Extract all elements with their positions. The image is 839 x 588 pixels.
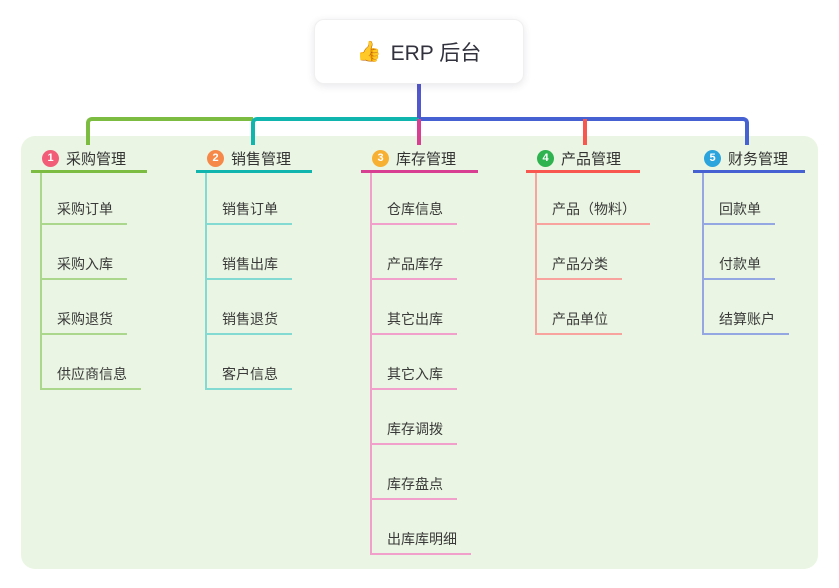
branch-5-badge: 5 [704, 149, 721, 167]
child-node-row: 仓库信息 [370, 173, 478, 225]
child-node[interactable]: 回款单 [702, 199, 775, 225]
child-node[interactable]: 结算账户 [702, 309, 789, 335]
branch-product: 4 产品管理 产品（物料） 产品分类 产品单位 [526, 146, 650, 335]
branch-4-label: 产品管理 [561, 150, 622, 168]
branch-1-badge: 1 [42, 149, 59, 167]
child-node[interactable]: 产品（物料） [535, 199, 650, 225]
child-node-row: 付款单 [702, 225, 805, 280]
branch-procurement: 1 采购管理 采购订单 采购入库 采购退货 供应商信息 [31, 146, 147, 390]
branch-1-children: 采购订单 采购入库 采购退货 供应商信息 [31, 173, 147, 390]
branch-3-label: 库存管理 [396, 150, 457, 168]
branch-2-badge: 2 [207, 149, 224, 167]
thumbs-up-icon: 👍 [356, 41, 382, 63]
child-node-row: 采购入库 [40, 225, 147, 280]
child-node[interactable]: 产品单位 [535, 309, 622, 335]
root-connector-line [417, 84, 421, 118]
branch-2-children: 销售订单 销售出库 销售退货 客户信息 [196, 173, 312, 390]
mindmap-board-panel [21, 136, 818, 569]
branch-3-children: 仓库信息 产品库存 其它出库 其它入库 库存调拨 库存盘点 出库库明细 [361, 173, 478, 555]
branch-2-label: 销售管理 [231, 150, 292, 168]
child-node-row: 库存调拨 [370, 390, 478, 445]
child-node-row: 其它出库 [370, 280, 478, 335]
child-node-row: 产品分类 [535, 225, 640, 280]
child-node[interactable]: 产品库存 [370, 254, 457, 280]
child-node-row: 结算账户 [702, 280, 805, 335]
child-node-row: 客户信息 [205, 335, 312, 390]
child-node[interactable]: 销售订单 [205, 199, 292, 225]
branch-procurement-header[interactable]: 1 采购管理 [31, 146, 147, 173]
child-node-row: 产品单位 [535, 280, 640, 335]
child-node-row: 供应商信息 [40, 335, 147, 390]
child-node[interactable]: 库存盘点 [370, 474, 457, 500]
child-node[interactable]: 采购订单 [40, 199, 127, 225]
branch-sales: 2 销售管理 销售订单 销售出库 销售退货 客户信息 [196, 146, 312, 390]
child-node[interactable]: 其它入库 [370, 364, 457, 390]
child-node-row: 其它入库 [370, 335, 478, 390]
branch-sales-header[interactable]: 2 销售管理 [196, 146, 312, 173]
child-node-row: 销售订单 [205, 173, 312, 225]
child-node-row: 产品（物料） [535, 173, 650, 225]
branch-4-badge: 4 [537, 149, 554, 167]
child-node[interactable]: 客户信息 [205, 364, 292, 390]
root-node-erp[interactable]: 👍 ERP 后台 [314, 19, 524, 84]
child-node-row: 库存盘点 [370, 445, 478, 500]
branch-4-children: 产品（物料） 产品分类 产品单位 [526, 173, 650, 335]
child-node[interactable]: 产品分类 [535, 254, 622, 280]
child-node[interactable]: 付款单 [702, 254, 775, 280]
child-node-row: 采购订单 [40, 173, 147, 225]
root-node-title: ERP 后台 [390, 41, 482, 65]
child-node-row: 销售退货 [205, 280, 312, 335]
child-node[interactable]: 其它出库 [370, 309, 457, 335]
branch-inventory-header[interactable]: 3 库存管理 [361, 146, 478, 173]
child-node[interactable]: 销售退货 [205, 309, 292, 335]
child-node-row: 产品库存 [370, 225, 478, 280]
branch-finance: 5 财务管理 回款单 付款单 结算账户 [693, 146, 805, 335]
branch-finance-header[interactable]: 5 财务管理 [693, 146, 805, 173]
child-node-row: 回款单 [702, 173, 805, 225]
child-node[interactable]: 供应商信息 [40, 364, 141, 390]
child-node[interactable]: 仓库信息 [370, 199, 457, 225]
branch-5-label: 财务管理 [728, 150, 789, 168]
branch-inventory: 3 库存管理 仓库信息 产品库存 其它出库 其它入库 库存调拨 库存盘点 出库库… [361, 146, 478, 555]
branch-3-badge: 3 [372, 149, 389, 167]
child-node[interactable]: 采购退货 [40, 309, 127, 335]
child-node[interactable]: 出库库明细 [370, 529, 471, 555]
connector-branch-2 [251, 117, 419, 145]
connector-branch-1 [86, 117, 253, 145]
child-node-row: 采购退货 [40, 280, 147, 335]
child-node[interactable]: 采购入库 [40, 254, 127, 280]
branch-5-children: 回款单 付款单 结算账户 [693, 173, 805, 335]
connector-branch-3 [417, 119, 421, 145]
child-node-row: 销售出库 [205, 225, 312, 280]
child-node-row: 出库库明细 [370, 500, 478, 555]
connector-branch-4 [583, 119, 587, 145]
child-node[interactable]: 库存调拨 [370, 419, 457, 445]
branch-product-header[interactable]: 4 产品管理 [526, 146, 640, 173]
branch-1-label: 采购管理 [66, 150, 127, 168]
child-node[interactable]: 销售出库 [205, 254, 292, 280]
